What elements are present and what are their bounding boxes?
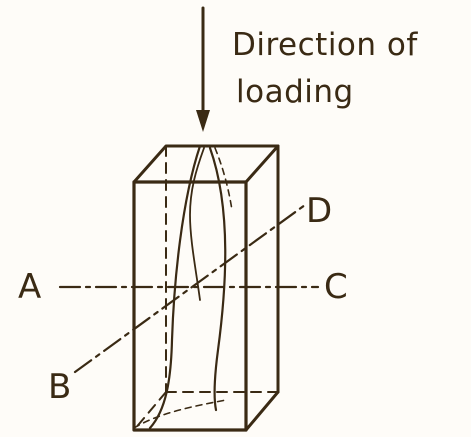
fracture-curve-right: [208, 146, 227, 412]
label-d: D: [306, 191, 332, 231]
prism-hidden-bottom-diagonal: [133, 391, 167, 431]
direction-text-line1: Direction of: [232, 27, 418, 63]
direction-text-line2: loading: [236, 74, 354, 110]
prism-bottom-right-edge: [244, 390, 280, 432]
prism-top-face: [132, 144, 280, 184]
axis-line-bd: [73, 203, 307, 374]
fracture-curve-left: [148, 144, 202, 430]
prism: [132, 144, 280, 432]
fracture-curves: [133, 144, 233, 430]
label-b: B: [48, 367, 71, 407]
fracture-curve-base: [133, 399, 227, 429]
fracture-curve-inner: [189, 147, 205, 301]
section-line-bd: [73, 203, 307, 374]
fracture-curve-hidden: [214, 147, 233, 211]
loading-arrow: [196, 6, 210, 132]
label-a: A: [18, 267, 41, 307]
label-c: C: [324, 267, 348, 307]
